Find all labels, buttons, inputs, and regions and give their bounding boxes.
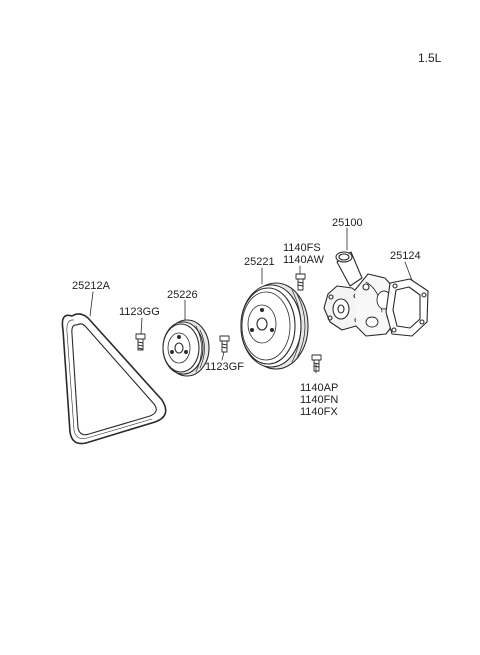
part-label-water-pump: 25100 bbox=[332, 217, 363, 229]
bolt-1123gf bbox=[219, 335, 230, 353]
bolt-1123gg bbox=[135, 333, 146, 351]
part-label-bolt-pump-bottom-3: 1140FX bbox=[300, 406, 338, 418]
part-label-idler-pulley: 25226 bbox=[167, 289, 198, 301]
bolt-1140fs bbox=[295, 273, 306, 291]
idler-pulley bbox=[162, 319, 210, 377]
part-label-bolt-pump-top-2: 1140AW bbox=[283, 254, 324, 266]
part-label-bolt-pump-bottom-2: 1140FN bbox=[300, 394, 339, 406]
part-label-gasket: 25124 bbox=[390, 250, 421, 262]
water-pump-pulley bbox=[240, 282, 309, 370]
bolt-1140ap bbox=[311, 354, 322, 372]
part-label-bolt-pump-bottom-1: 1140AP bbox=[300, 382, 339, 394]
part-label-belt: 25212A bbox=[72, 280, 110, 292]
gasket bbox=[385, 278, 429, 337]
water-pump bbox=[323, 251, 399, 337]
engine-size-label: 1.5L bbox=[418, 51, 442, 65]
part-label-bolt-pulley: 1123GF bbox=[205, 361, 244, 373]
v-belt bbox=[61, 313, 167, 445]
part-label-bolt-idler: 1123GG bbox=[119, 306, 160, 318]
part-label-bolt-pump-top-1: 1140FS bbox=[283, 242, 321, 254]
part-label-pump-pulley: 25221 bbox=[244, 256, 275, 268]
